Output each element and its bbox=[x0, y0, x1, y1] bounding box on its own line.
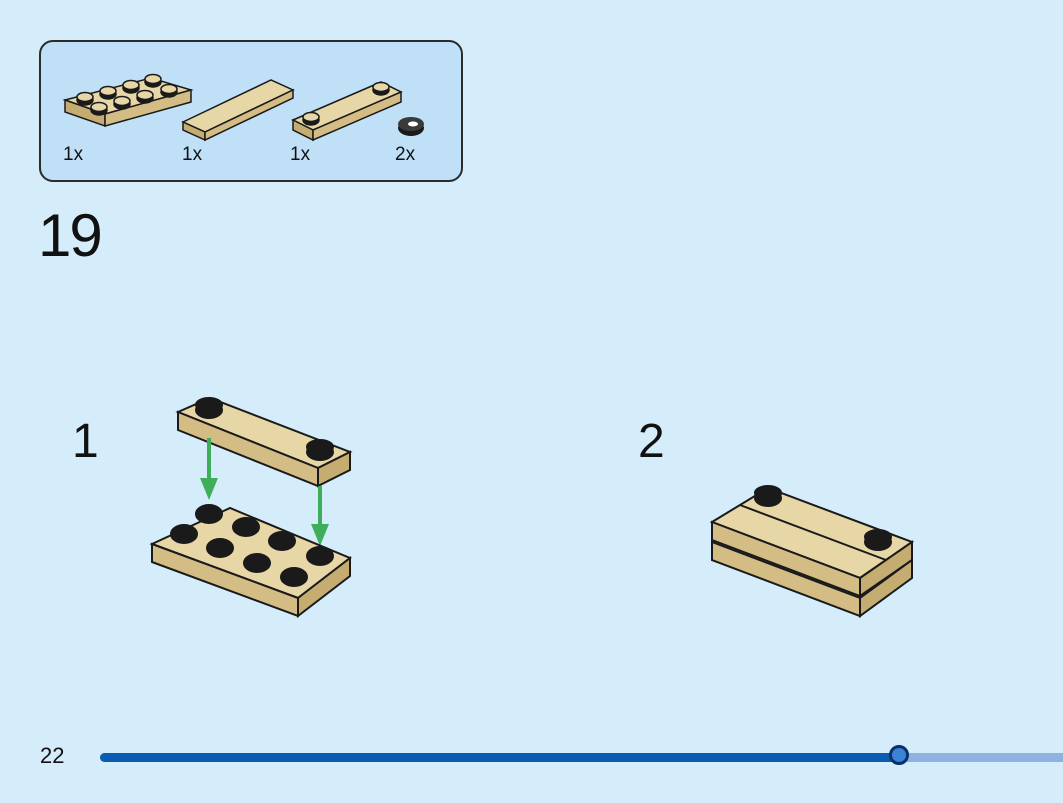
part-quantity: 2x bbox=[395, 144, 416, 165]
step-number: 19 bbox=[38, 202, 103, 269]
plate-1x4-upper bbox=[175, 396, 353, 488]
tile-1x4-icon bbox=[181, 79, 295, 142]
part-quantity: 1x bbox=[182, 144, 203, 165]
progress-fill bbox=[100, 753, 899, 762]
substep-number: 2 bbox=[638, 415, 665, 468]
part-quantity: 1x bbox=[290, 144, 311, 165]
plate-2x4-icon bbox=[62, 73, 194, 128]
assembled-plates bbox=[709, 485, 915, 618]
progress-bar bbox=[100, 745, 1063, 765]
substep-number: 1 bbox=[72, 415, 99, 468]
progress-knob bbox=[889, 745, 909, 765]
page-number: 22 bbox=[40, 743, 65, 768]
build-illustrations bbox=[149, 396, 915, 619]
placement-arrow bbox=[200, 438, 329, 546]
parts-illustrations bbox=[62, 73, 424, 142]
parts-list-panel: 1x 1x 1x 2x bbox=[39, 40, 463, 182]
plate-1x4-with-2-studs-icon bbox=[291, 81, 403, 142]
round-tile-1x1-icon bbox=[398, 117, 424, 136]
part-quantity: 1x bbox=[63, 144, 84, 165]
plate-2x4 bbox=[149, 504, 352, 619]
